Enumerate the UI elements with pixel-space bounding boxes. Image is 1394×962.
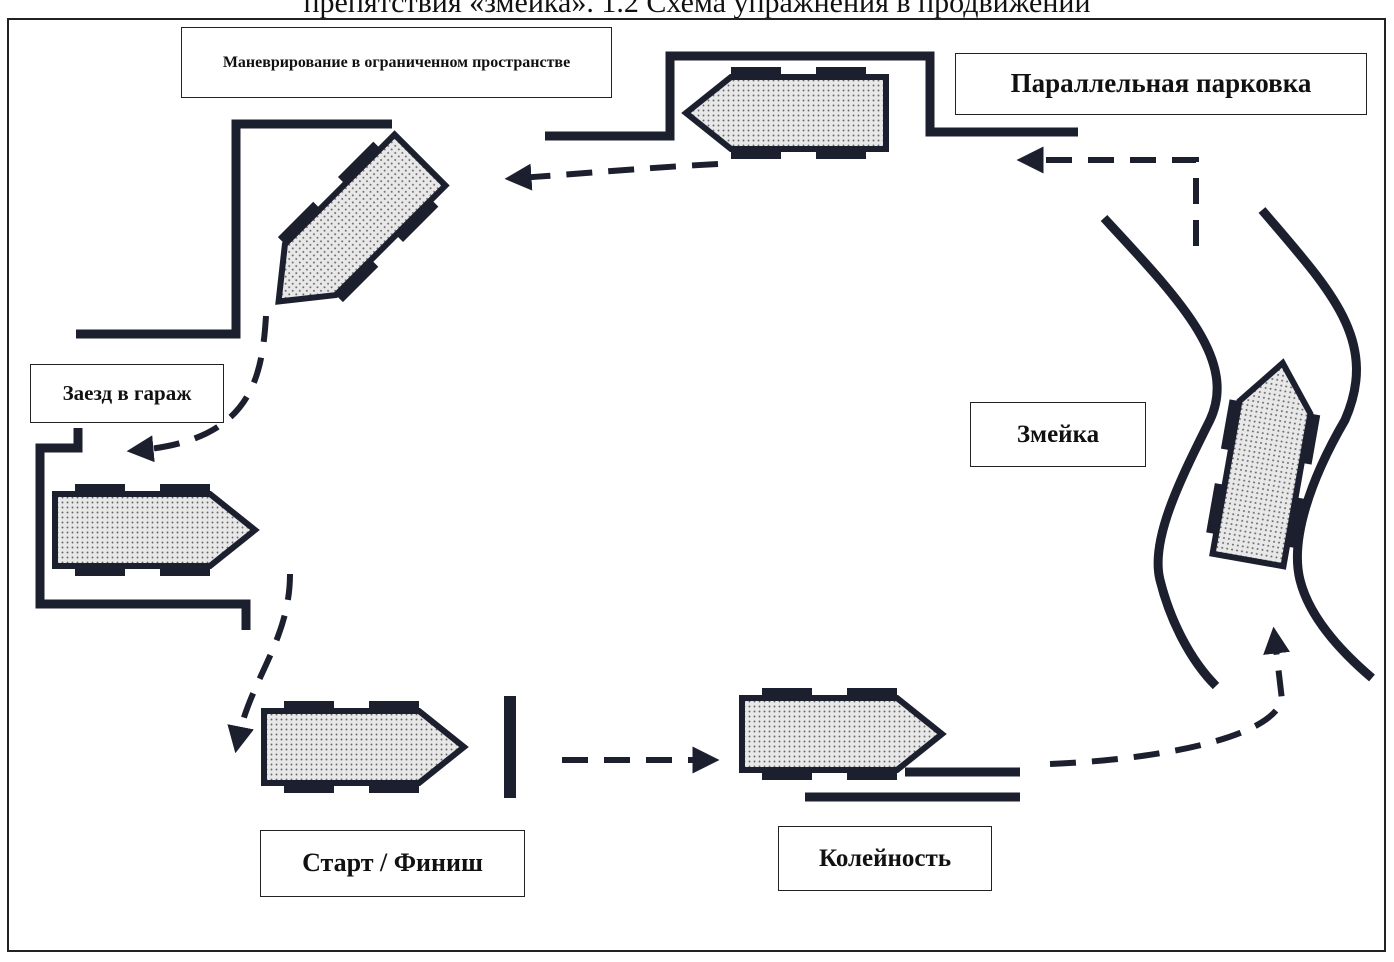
car-garage xyxy=(55,484,255,576)
diagram-frame xyxy=(7,18,1386,952)
label-rut: Колейность xyxy=(778,826,992,891)
car-rut xyxy=(742,688,942,780)
garage-wall xyxy=(35,428,251,630)
snake-lane-right xyxy=(1258,207,1375,682)
label-garage-entry: Заезд в гараж xyxy=(30,364,224,423)
maneuver-wall xyxy=(76,119,392,339)
car-maneuver xyxy=(246,127,452,333)
label-snake: Змейка xyxy=(970,402,1146,467)
route-arrow-to-garage xyxy=(126,315,269,463)
label-start-finish: Старт / Финиш xyxy=(260,830,525,897)
route-arrow-to-snake xyxy=(1049,626,1290,767)
car-start xyxy=(264,701,464,793)
car-parallel xyxy=(686,67,886,159)
route-arrow-to-start xyxy=(227,573,293,754)
route-arrow-to-maneuver xyxy=(504,161,719,191)
page-caption: препятствия «змейка». 1.2 Схема упражнен… xyxy=(303,0,1091,19)
label-parallel-parking: Параллельная парковка xyxy=(955,53,1367,115)
parallel-parking-wall xyxy=(545,51,1078,141)
label-maneuvering: Маневрирование в ограниченном пространст… xyxy=(181,27,612,98)
route-arrow-to-parallel xyxy=(1016,146,1199,246)
snake-lane-left xyxy=(1100,214,1222,690)
